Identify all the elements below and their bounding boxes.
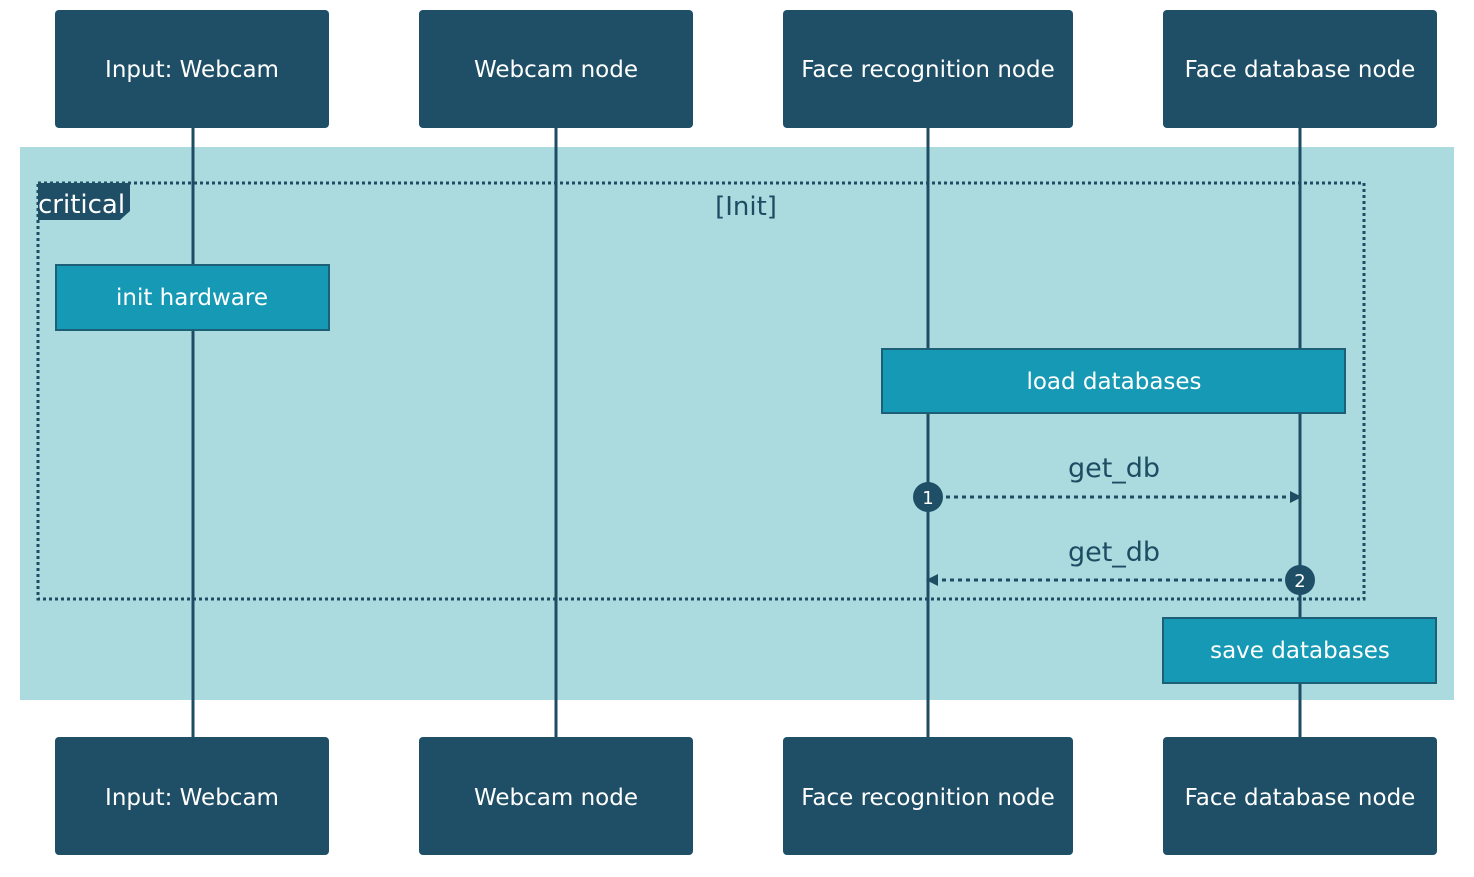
actor-bottom-webcam-input: Input: Webcam bbox=[55, 737, 329, 855]
actor-top-face-db-node-label: Face database node bbox=[1185, 57, 1416, 83]
note-init-hardware-box bbox=[55, 264, 330, 331]
actor-bottom-face-rec-node: Face recognition node bbox=[783, 737, 1073, 855]
actor-top-face-rec-node-label: Face recognition node bbox=[801, 57, 1054, 83]
actor-bottom-face-rec-node-label: Face recognition node bbox=[801, 785, 1054, 811]
message-1-seq: 1 bbox=[922, 488, 933, 509]
actor-top-face-db-node: Face database node bbox=[1163, 10, 1437, 128]
actor-bottom-webcam-input-label: Input: Webcam bbox=[105, 785, 279, 811]
critical-label-box bbox=[38, 183, 130, 220]
actor-bottom-face-db-node-label: Face database node bbox=[1185, 785, 1416, 811]
note-save-databases-box bbox=[1162, 617, 1437, 684]
critical-fragment-border bbox=[36, 181, 1366, 601]
rect-region bbox=[20, 147, 1454, 700]
critical-label: critical bbox=[38, 190, 125, 220]
actor-top-face-rec-node: Face recognition node bbox=[783, 10, 1073, 128]
actor-bottom-webcam-node-label: Webcam node bbox=[474, 785, 638, 811]
note-init-hardware: init hardware bbox=[116, 285, 268, 311]
message-2-label: get_db bbox=[1068, 537, 1160, 568]
actor-bottom-face-db-node: Face database node bbox=[1163, 737, 1437, 855]
actor-top-webcam-input: Input: Webcam bbox=[55, 10, 329, 128]
actor-top-webcam-node-label: Webcam node bbox=[474, 57, 638, 83]
actor-top-webcam-input-label: Input: Webcam bbox=[105, 57, 279, 83]
message-2-seq-badge bbox=[1285, 565, 1315, 595]
actor-bottom-webcam-node: Webcam node bbox=[419, 737, 693, 855]
actor-top-webcam-node: Webcam node bbox=[419, 10, 693, 128]
message-1-label: get_db bbox=[1068, 453, 1160, 484]
note-load-databases-box bbox=[881, 348, 1346, 414]
note-save-databases: save databases bbox=[1210, 638, 1390, 664]
message-1-seq-badge bbox=[913, 482, 943, 512]
message-2-seq: 2 bbox=[1294, 571, 1305, 592]
note-load-databases: load databases bbox=[1026, 369, 1201, 395]
critical-condition: [Init] bbox=[715, 192, 777, 222]
